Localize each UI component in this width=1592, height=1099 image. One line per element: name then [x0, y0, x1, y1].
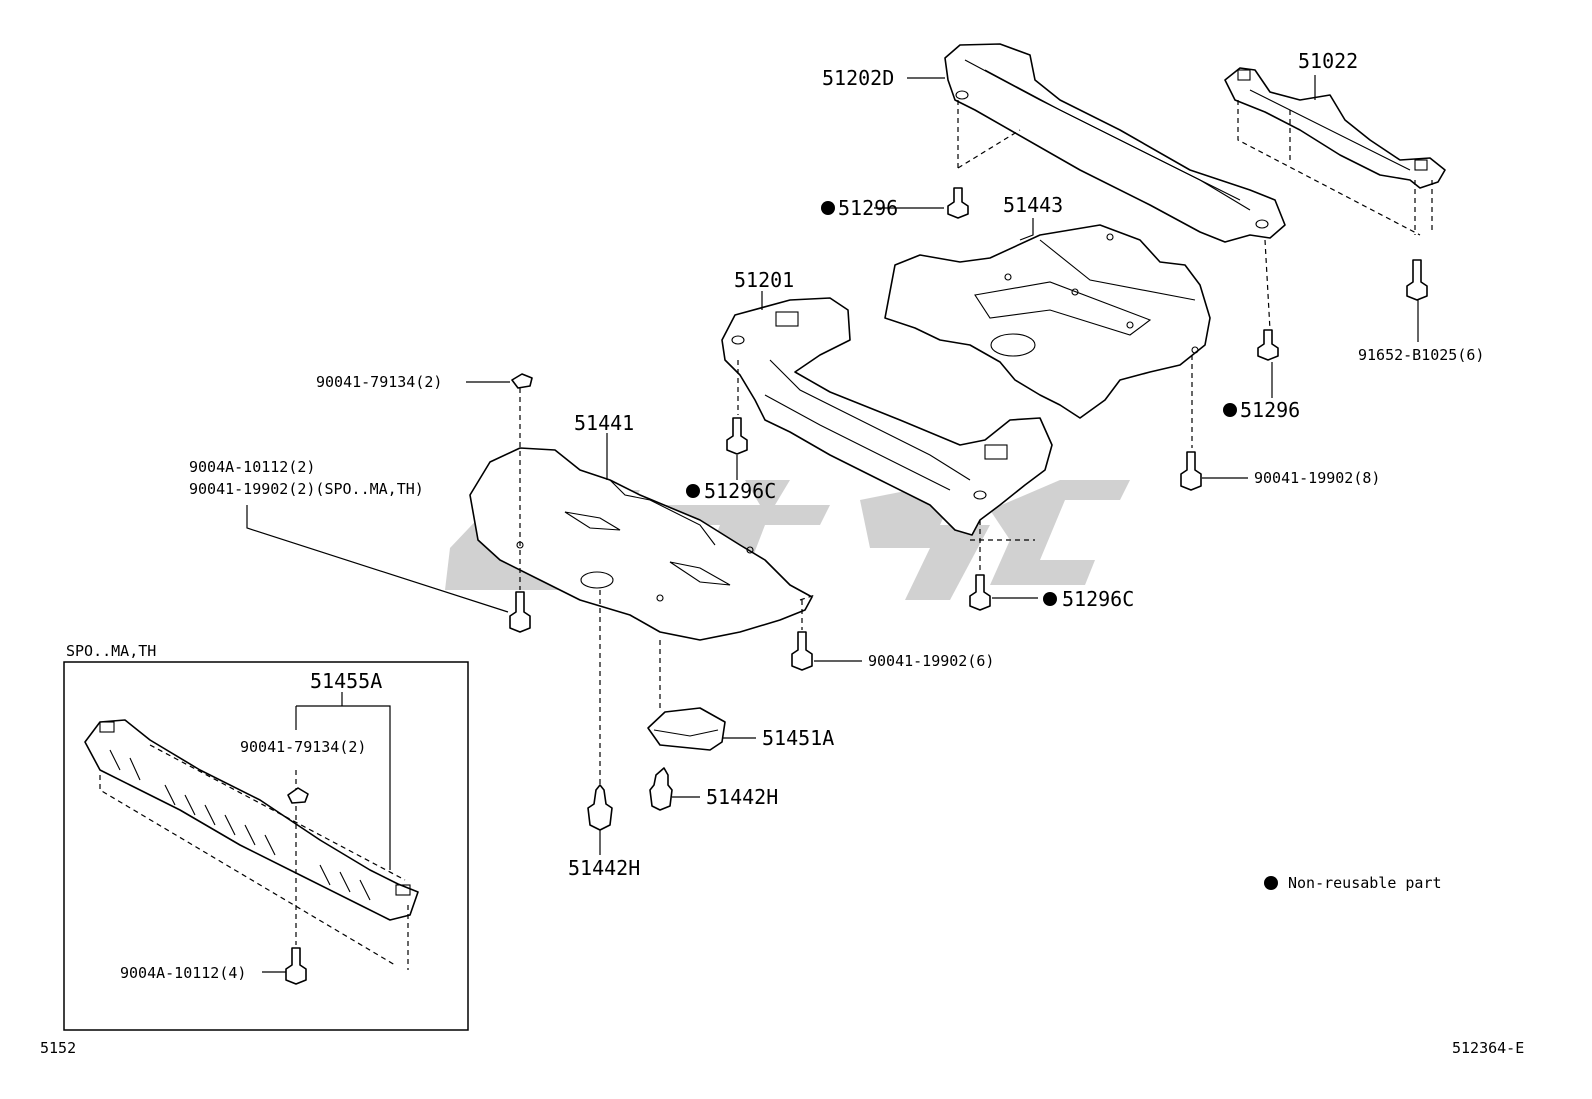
label-90041-79134-inset: 90041-79134(2) [240, 738, 366, 756]
label-91652-B1025: 91652-B1025(6) [1358, 346, 1484, 364]
bolt-51296C-right [969, 574, 991, 611]
bolt-9004A-10112 [509, 591, 531, 633]
label-51442H-bottom: 51442H [568, 856, 640, 880]
label-51455A: 51455A [310, 669, 382, 693]
nonreusable-dot [821, 201, 835, 215]
label-51296C-right: 51296C [1062, 587, 1134, 611]
clip-90041-79134-inset [287, 787, 309, 804]
clip-51442H-right [649, 767, 673, 811]
legend-text: Non-reusable part [1288, 874, 1442, 892]
label-51296-right: 51296 [1240, 398, 1300, 422]
part-51455A [84, 719, 419, 921]
label-90041-19902-8: 90041-19902(8) [1254, 469, 1380, 487]
label-51296C-left: 51296C [704, 479, 776, 503]
bolt-9004A-10112-inset [285, 947, 307, 985]
label-51443: 51443 [1003, 193, 1063, 217]
part-51443 [884, 224, 1211, 419]
part-51451A [647, 707, 726, 751]
footer-right-code: 512364-E [1452, 1039, 1524, 1057]
footer-left-code: 5152 [40, 1039, 76, 1057]
label-51451A: 51451A [762, 726, 834, 750]
bolt-91652 [1406, 259, 1428, 301]
label-51296-top: 51296 [838, 196, 898, 220]
bolt-51296-right [1257, 329, 1279, 361]
nonreusable-dot [686, 484, 700, 498]
label-51201: 51201 [734, 268, 794, 292]
bolt-90041-19902-8 [1180, 451, 1202, 491]
label-90041-19902-6: 90041-19902(6) [868, 652, 994, 670]
inset-box [63, 661, 469, 1031]
bolt-51296-top [947, 187, 969, 219]
label-90041-79134-top: 90041-79134(2) [316, 373, 442, 391]
label-9004A-10112-inset: 9004A-10112(4) [120, 964, 246, 982]
clip-51442H-bottom [587, 784, 613, 831]
label-51441: 51441 [574, 411, 634, 435]
part-51202D [944, 43, 1286, 243]
legend-dot [1264, 876, 1278, 890]
bolt-90041-19902-6 [791, 631, 813, 671]
label-51022: 51022 [1298, 49, 1358, 73]
inset-title: SPO..MA,TH [66, 642, 156, 660]
bolt-51296C-left [726, 417, 748, 455]
nonreusable-dot [1223, 403, 1237, 417]
label-51202D: 51202D [822, 66, 894, 90]
label-90041-19902-spo: 90041-19902(2)(SPO..MA,TH) [189, 480, 424, 498]
part-51201 [721, 297, 1053, 536]
label-9004A-10112: 9004A-10112(2) [189, 458, 315, 476]
nonreusable-dot [1043, 592, 1057, 606]
part-51022 [1224, 67, 1446, 189]
label-51442H-right: 51442H [706, 785, 778, 809]
clip-90041-79134-top [511, 373, 533, 389]
